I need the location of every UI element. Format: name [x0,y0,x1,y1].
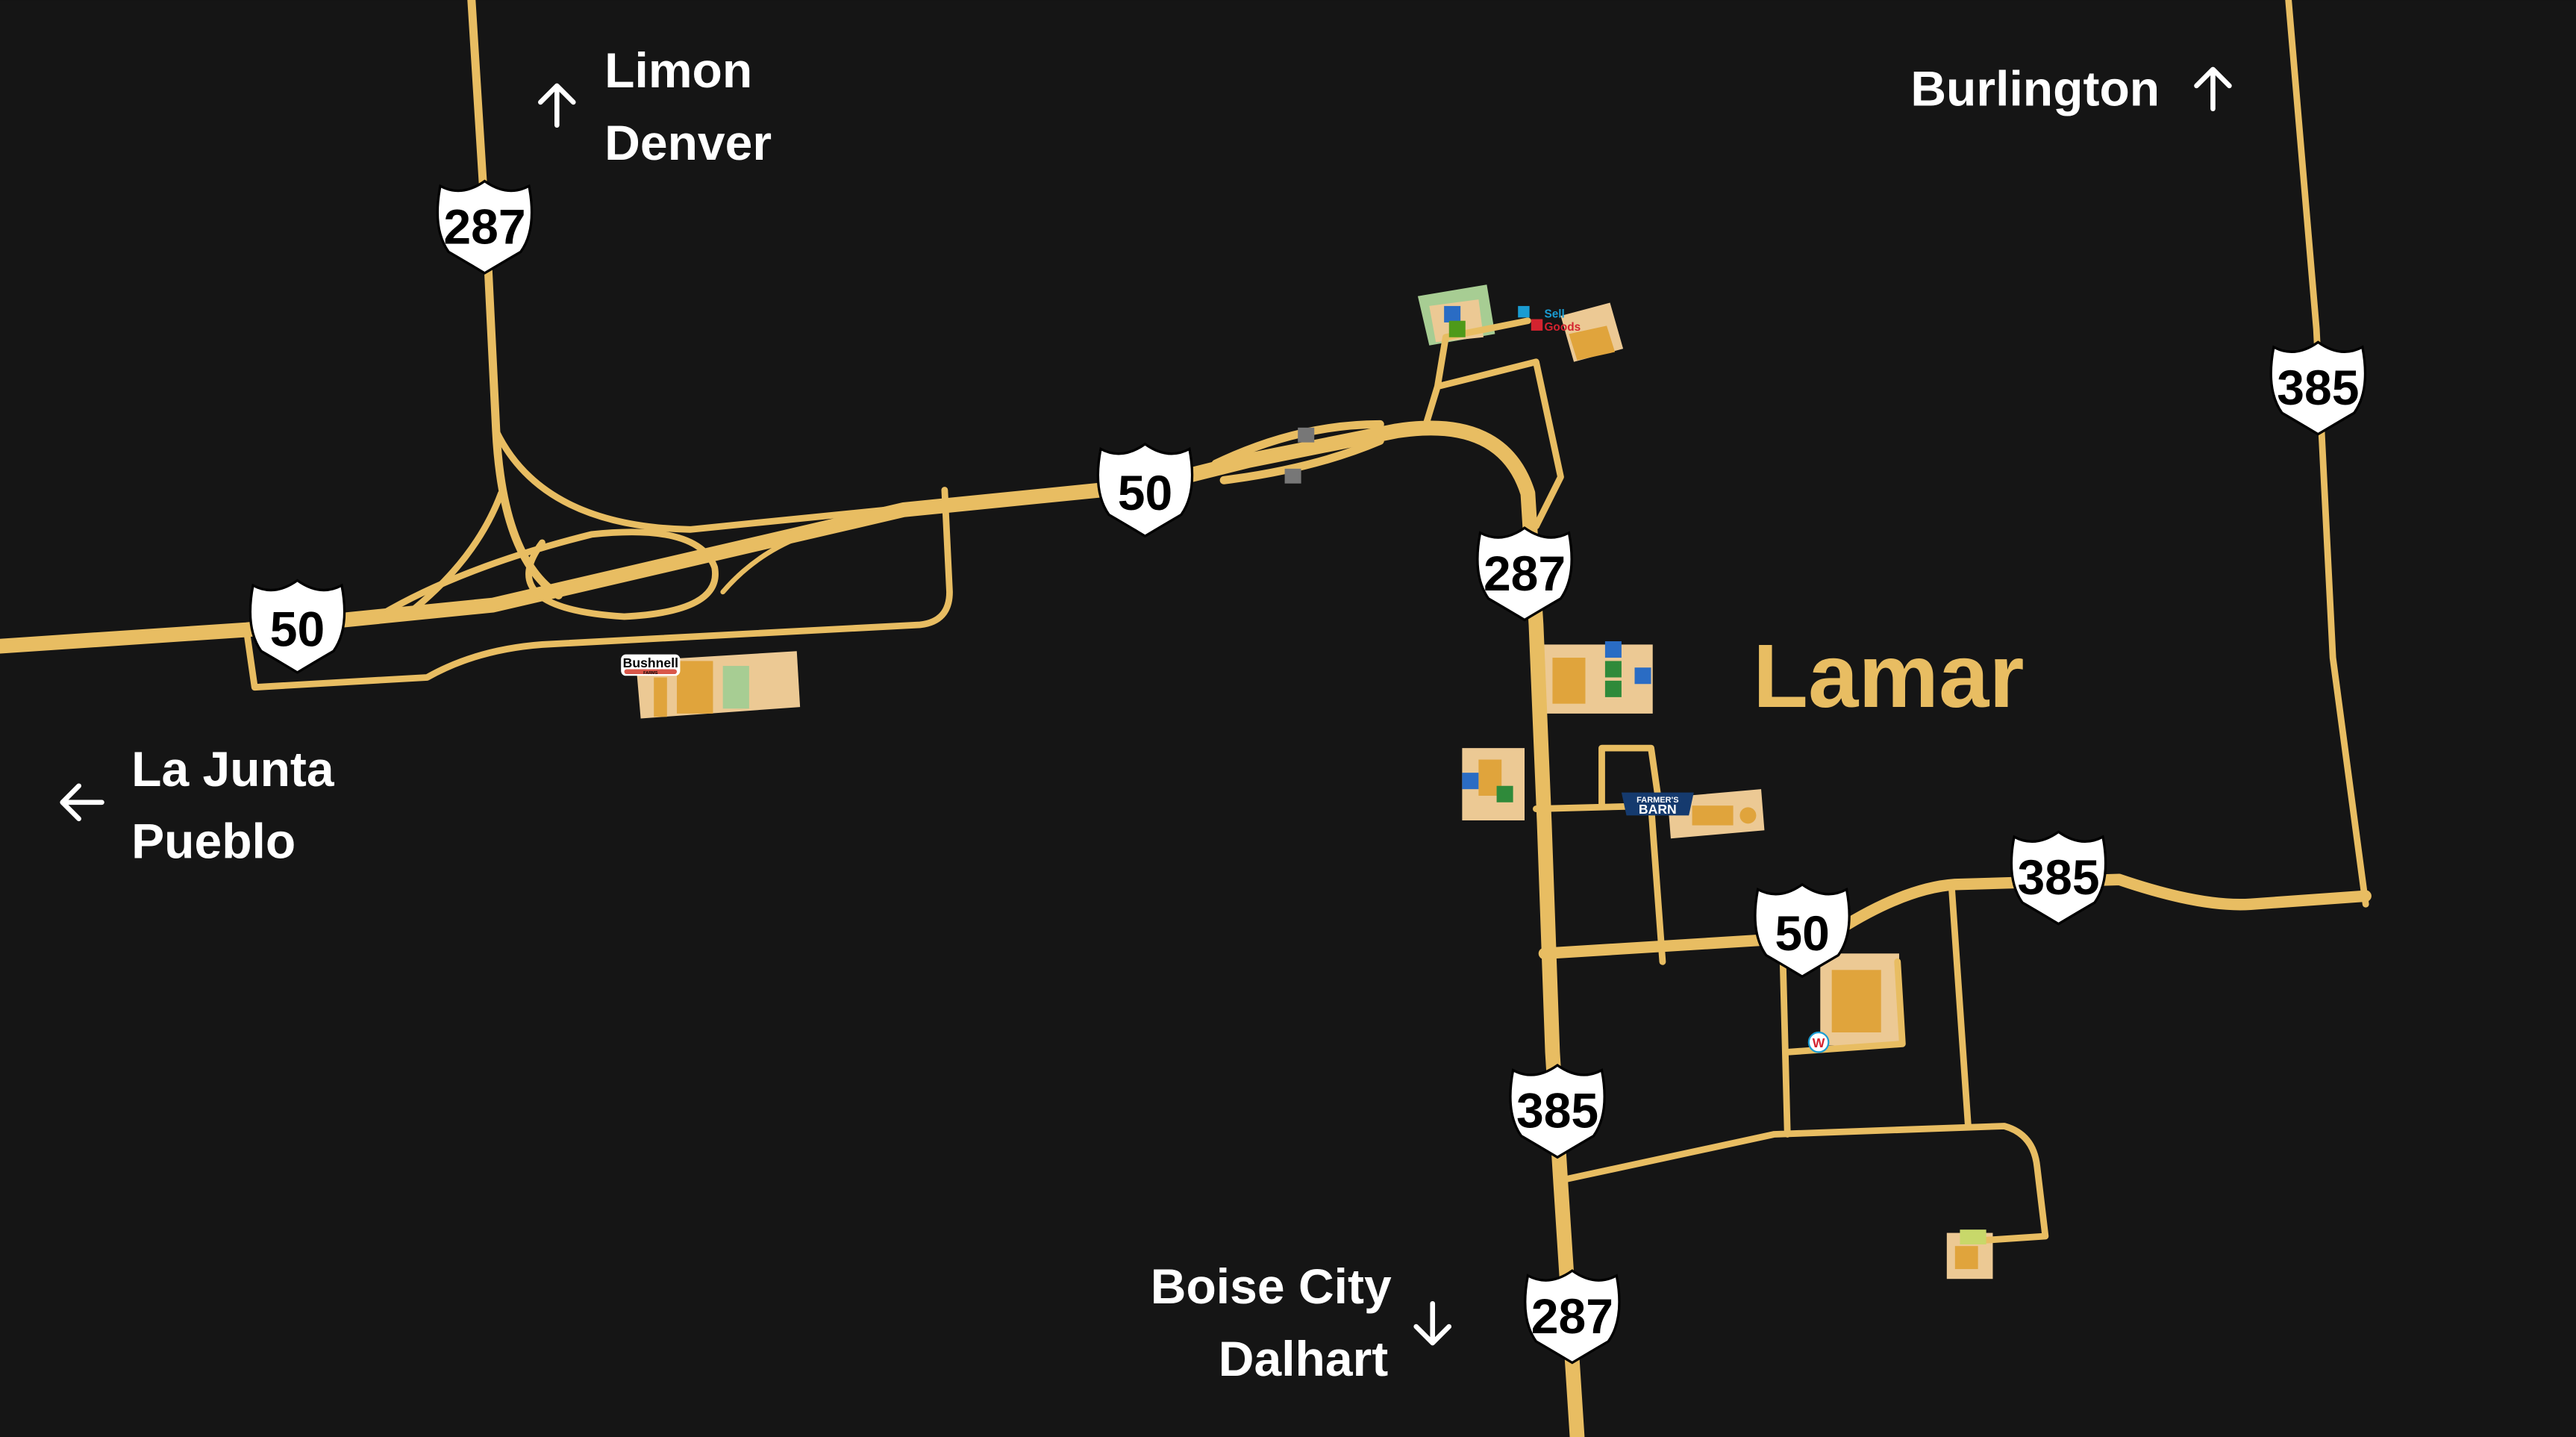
svg-text:Denver: Denver [604,115,772,170]
frontage-road [243,487,953,691]
destination-west: La Junta Pueblo [60,741,335,869]
interchange-ramp-1 [493,427,924,533]
svg-text:385: 385 [2017,850,2099,905]
poi-bushnell[interactable]: Bushnell FARMS [621,654,681,676]
us385-shield: 385 [2269,340,2367,436]
walgreens-icon: W [1813,1035,1825,1050]
rv-park-icon[interactable] [1448,320,1466,337]
rest-area-icon[interactable] [1284,468,1301,484]
svg-text:50: 50 [270,602,325,657]
arrow-up-icon [2194,66,2232,112]
lamar-street-1 [1533,744,1666,965]
svg-text:385: 385 [2277,360,2359,415]
poi-label: BARN [1639,802,1677,817]
interchange-ramp-3 [720,520,857,595]
hotel-icon[interactable] [1462,773,1479,790]
fuel-icon[interactable] [1496,785,1513,802]
us50-shield: 50 [1096,443,1194,537]
arrow-up-icon [538,83,576,128]
us287-shield: 287 [1476,526,1573,622]
interchange-loop [374,529,719,620]
lamar-street-2 [1557,884,2049,1244]
us385-shield: 385 [2010,830,2107,926]
us385-shield: 385 [1509,1064,1606,1159]
us287-shield: 287 [436,179,534,275]
poi-label: Sell [1544,308,1564,320]
svg-text:50: 50 [1118,465,1172,520]
park-icon[interactable] [1960,1229,1986,1244]
svg-text:Burlington: Burlington [1910,60,2160,116]
poi-farmers-barn[interactable]: FARMER'S BARN [1621,792,1694,817]
us385-north-road [2285,0,2369,908]
destination-south: Boise City Dalhart [1151,1259,1452,1386]
poi-walgreens[interactable]: W [1807,1031,1830,1053]
poi-label: FARMER'S [1636,796,1678,805]
svg-text:Boise City: Boise City [1151,1259,1392,1314]
us50-mainline [0,420,1585,1437]
svg-text:287: 287 [443,199,525,254]
svg-text:La Junta: La Junta [131,741,335,797]
fuel-icon[interactable] [1604,661,1622,678]
hotel-icon[interactable] [1604,641,1622,658]
us50-shield: 50 [248,579,346,674]
svg-text:Pueblo: Pueblo [131,814,296,869]
interchange-ramp-2 [407,490,504,615]
fuel-icon[interactable] [1604,680,1622,697]
arrow-left-icon [60,783,104,822]
rest-area-icon[interactable] [1298,427,1315,443]
destination-northeast: Burlington [1910,60,2232,116]
poi-label: Goods [1544,321,1581,334]
poi-hotel-icons[interactable] [1284,305,1986,1244]
svg-text:Limon: Limon [604,43,752,98]
poi-label: Bushnell [623,655,678,670]
svg-text:385: 385 [1516,1083,1598,1138]
destination-north: Limon Denver [538,43,772,170]
svg-text:287: 287 [1484,546,1566,601]
hotel-icon[interactable] [1444,305,1461,322]
poi-label: FARMS [643,671,658,676]
svg-text:287: 287 [1531,1288,1613,1344]
svg-text:50: 50 [1775,905,1829,961]
city-label: Lamar [1753,625,2024,726]
north-access-road [1422,317,1564,530]
land-parcels [635,284,1993,1279]
us287-shield: 287 [1524,1269,1621,1365]
us50-shield: 50 [1754,883,1851,978]
poi-sell-goods[interactable]: Sell Goods [1518,305,1581,334]
arrow-down-icon [1413,1300,1452,1346]
svg-text:Dalhart: Dalhart [1219,1331,1389,1386]
hotel-icon[interactable] [1634,667,1651,685]
